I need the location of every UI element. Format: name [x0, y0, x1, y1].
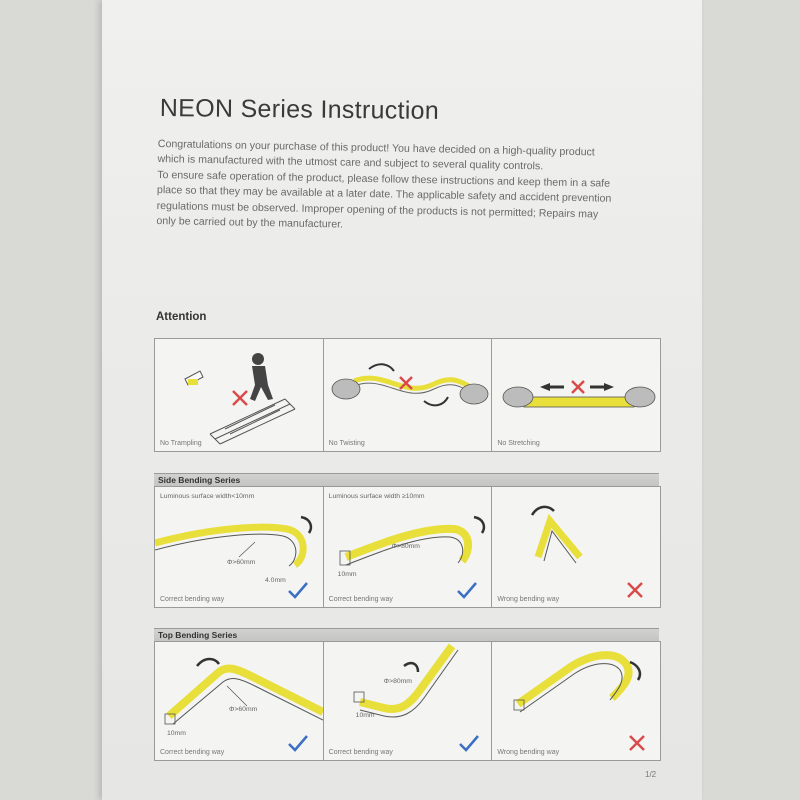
wrong-bend-illustration [513, 651, 646, 751]
strip-width-label: 4.0mm [265, 577, 286, 584]
panel-caption: Correct bending way [160, 596, 225, 603]
page-title: NEON Series Instruction [159, 94, 440, 125]
bend-arrow-icon [196, 657, 221, 667]
attention-heading: Attention [156, 311, 207, 323]
cross-icon [629, 735, 646, 751]
strip-width-label: 10mm [355, 712, 375, 719]
bend-radius-label: Φ>80mm [383, 678, 412, 685]
checkmark-icon [458, 735, 479, 752]
attention-row: No Trampling No Twisting [154, 338, 661, 452]
cross-icon [571, 380, 586, 394]
trampling-illustration [184, 353, 296, 445]
width-note: Luminous surface width ≥10mm [328, 493, 425, 500]
strip-width-label: 10mm [337, 571, 357, 578]
panel-caption: No Trampling [160, 440, 202, 447]
bend-radius-label: Φ>60mm [227, 559, 256, 566]
no-trampling-panel: No Trampling [155, 339, 324, 451]
side-bending-panel-narrow: Luminous surface width<10mm Φ>60mm 4.0mm… [155, 487, 324, 607]
page-number: 1/2 [645, 770, 657, 779]
side-bend-illustration [155, 515, 313, 599]
strip-width-label: 10mm [167, 730, 186, 737]
hands-icon [502, 386, 656, 408]
panel-caption: No Stretching [497, 440, 540, 447]
panel-caption: Correct bending way [328, 596, 393, 603]
width-note: Luminous surface width<10mm [160, 493, 255, 500]
intro-paragraph: Congratulations on your purchase of this… [156, 137, 648, 239]
panel-caption: Correct bending way [160, 749, 225, 756]
side-bending-panel-wrong: Wrong bending way [492, 487, 660, 607]
side-bending-row: Luminous surface width<10mm Φ>60mm 4.0mm… [154, 486, 661, 608]
bend-arrow-icon [300, 515, 313, 534]
top-bend-illustration [164, 657, 323, 752]
panel-caption: No Twisting [328, 440, 365, 447]
bend-arrow-icon [473, 515, 485, 534]
panel-caption: Wrong bending way [497, 596, 560, 603]
bend-radius-label: Φ>60mm [229, 706, 258, 713]
side-bending-panel-wide: Luminous surface width ≥10mm Φ>80mm 10mm… [324, 487, 493, 607]
cross-icon [398, 376, 413, 390]
no-stretching-panel: No Stretching [492, 339, 660, 451]
panel-caption: Wrong bending way [497, 749, 560, 756]
bend-arrow-icon [531, 505, 556, 516]
top-bending-panel-80: Φ>80mm 10mm Correct bending way [324, 642, 493, 760]
section-heading: Side Bending Series [154, 473, 659, 486]
top-bending-panel-60: Φ>60mm 10mm Correct bending way [155, 642, 324, 760]
panel-caption: Correct bending way [328, 749, 393, 756]
top-bend-illustration [353, 643, 479, 752]
bend-radius-label: Φ>80mm [391, 543, 420, 550]
checkmark-icon [288, 735, 308, 752]
rotate-arrow-icon [368, 363, 395, 372]
checkmark-icon [456, 582, 477, 599]
bend-arrow-icon [402, 661, 419, 673]
no-twisting-panel: No Twisting [324, 339, 493, 451]
stretching-illustration [502, 380, 656, 408]
bend-arrow-icon [629, 660, 642, 681]
cross-icon [232, 390, 248, 406]
side-bend-illustration [339, 515, 485, 599]
checkmark-icon [288, 582, 308, 599]
rotate-arrow-icon [423, 396, 449, 407]
wrong-bend-illustration [531, 505, 644, 598]
stretch-arrows-icon [540, 383, 615, 391]
person-figure [250, 353, 273, 401]
hands-icon [331, 378, 489, 405]
top-bending-row: Φ>60mm 10mm Correct bending way Φ>80mm 1… [154, 641, 661, 761]
cross-icon [627, 582, 644, 598]
twisting-illustration [331, 363, 489, 407]
top-bending-panel-wrong: Wrong bending way [492, 642, 660, 760]
section-heading: Top Bending Series [154, 628, 659, 641]
